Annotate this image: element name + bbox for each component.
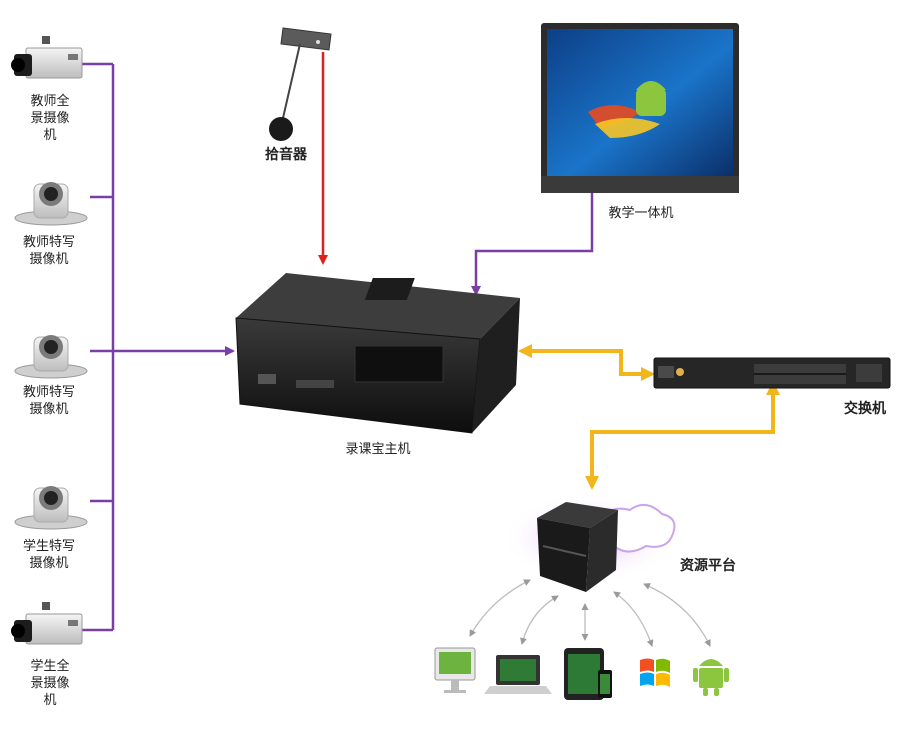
box-camera-icon: [11, 36, 83, 79]
video-links: [80, 62, 594, 632]
link-switch-platform: [585, 381, 780, 490]
network-links: [518, 344, 780, 490]
ptz-camera-icon: [14, 486, 88, 530]
label-cam-teacher-closeup-1: 教师特写 摄像机: [22, 235, 75, 267]
label-cam-student-panorama: 学生全 景摄像 机: [30, 659, 70, 708]
link-smartboard-to-host: [471, 192, 594, 296]
ptz-camera-icon: [14, 335, 88, 379]
box-camera-icon: [11, 602, 83, 645]
label-microphone: 拾音器: [265, 147, 307, 163]
ptz-camera-icon: [14, 182, 88, 226]
label-smart-board: 教学一体机: [608, 206, 674, 221]
resource-platform-icon: [502, 492, 678, 592]
android-logo-icon: [693, 659, 729, 696]
link-host-switch: [518, 344, 655, 381]
smart-board-icon: [541, 23, 739, 193]
laptop-icon: [484, 655, 552, 694]
tablet-phone-icon: [564, 648, 612, 700]
microphone-icon: [269, 27, 332, 141]
label-network-switch: 交换机: [844, 401, 886, 417]
recorder-host-icon: [235, 273, 520, 434]
label-cam-student-closeup: 学生特写 摄像机: [22, 539, 75, 571]
label-recorder-host: 录课宝主机: [345, 442, 411, 457]
client-links: [469, 579, 711, 647]
imac-icon: [434, 647, 476, 693]
label-cam-teacher-closeup-2: 教师特写 摄像机: [22, 385, 75, 417]
network-switch-icon: [653, 357, 891, 389]
label-cam-teacher-panorama: 教师全 景摄像 机: [30, 94, 70, 143]
windows-logo-icon: [640, 658, 670, 687]
label-resource-platform: 资源平台: [680, 558, 736, 574]
